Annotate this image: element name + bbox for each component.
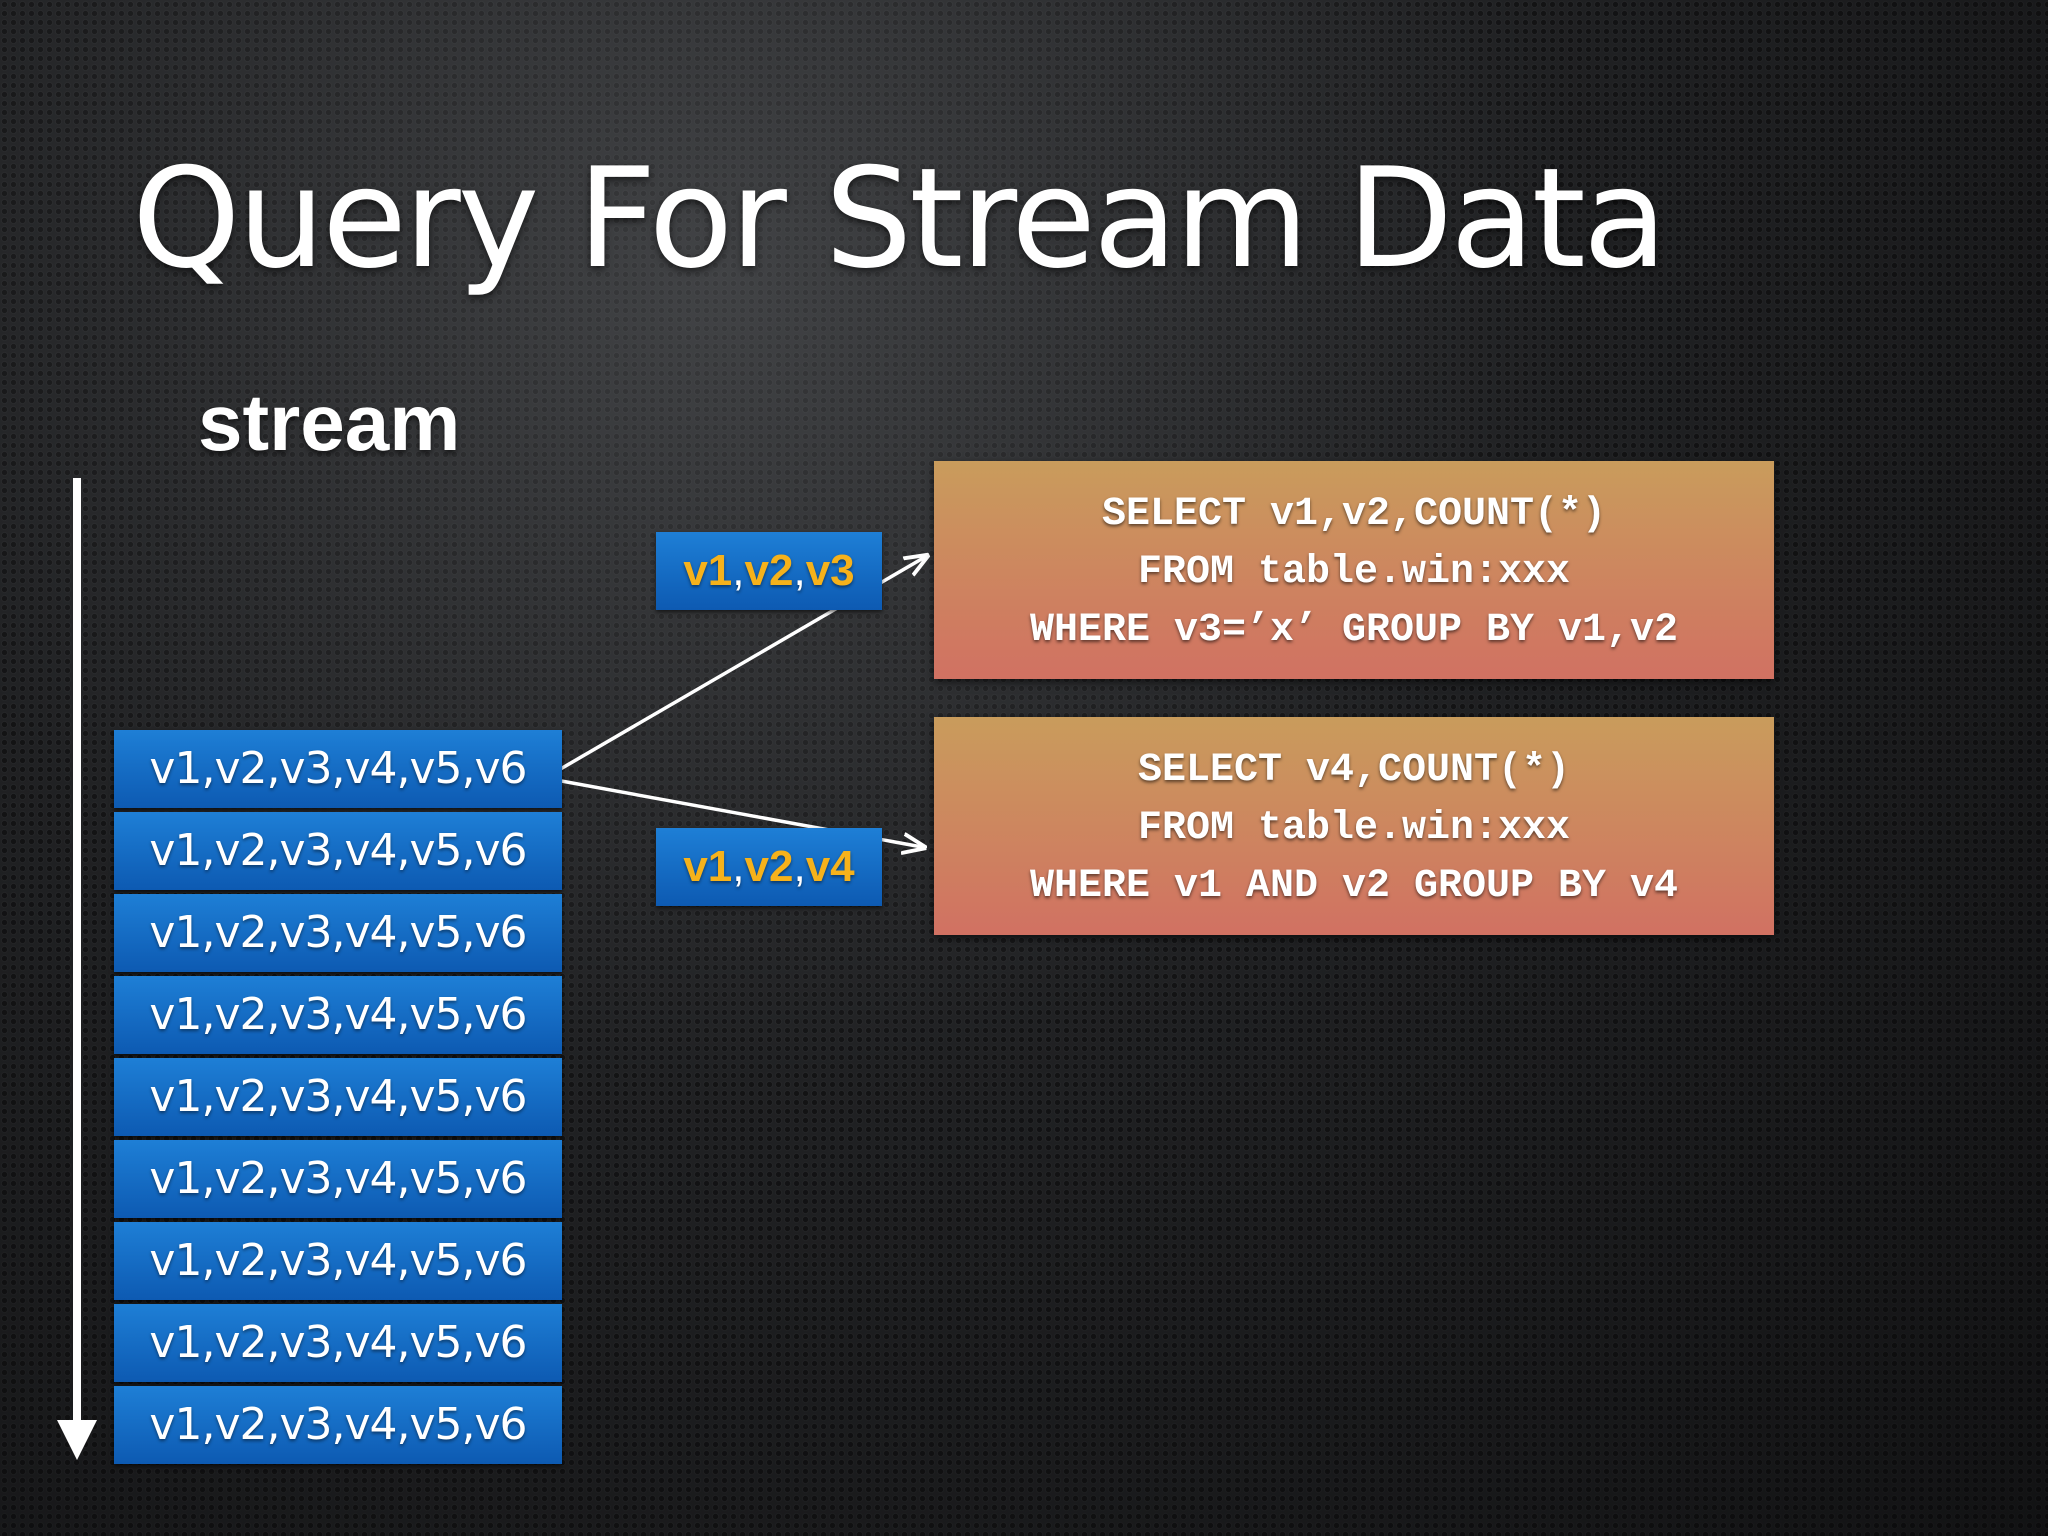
stream-row: v1,v2,v3,v4,v5,v6 [114,812,562,890]
tag-field: v2 [744,546,794,595]
tag-field: v3 [805,546,855,595]
stream-rows: v1,v2,v3,v4,v5,v6 v1,v2,v3,v4,v5,v6 v1,v… [114,730,562,1468]
stream-row: v1,v2,v3,v4,v5,v6 [114,1222,562,1300]
query-line: FROM table.win:xxx [1137,550,1571,595]
filtered-fields-tag-2: v1,v2,v4 [656,828,882,906]
stream-row: v1,v2,v3,v4,v5,v6 [114,976,562,1054]
query-box-1: SELECT v1,v2,COUNT(*) FROM table.win:xxx… [934,461,1774,679]
query-line: WHERE v1 AND v2 GROUP BY v4 [1029,864,1679,909]
stream-row: v1,v2,v3,v4,v5,v6 [114,730,562,808]
stream-row: v1,v2,v3,v4,v5,v6 [114,1386,562,1464]
stream-label: stream [198,378,461,467]
query-line: SELECT v1,v2,COUNT(*) [1101,492,1607,537]
tag-field: v2 [744,842,794,891]
stream-row: v1,v2,v3,v4,v5,v6 [114,1058,562,1136]
tag-field: v4 [805,842,855,891]
query-box-2: SELECT v4,COUNT(*) FROM table.win:xxx WH… [934,717,1774,935]
tag-field: v1 [683,842,733,891]
stream-row: v1,v2,v3,v4,v5,v6 [114,894,562,972]
slide-title: Query For Stream Data [132,138,1667,299]
tag-field: v1 [683,546,733,595]
query-line: WHERE v3=’x’ GROUP BY v1,v2 [1029,608,1679,653]
stream-row: v1,v2,v3,v4,v5,v6 [114,1304,562,1382]
filtered-fields-tag-1: v1,v2,v3 [656,532,882,610]
query-line: FROM table.win:xxx [1137,806,1571,851]
query-line: SELECT v4,COUNT(*) [1137,748,1571,793]
stream-row: v1,v2,v3,v4,v5,v6 [114,1140,562,1218]
